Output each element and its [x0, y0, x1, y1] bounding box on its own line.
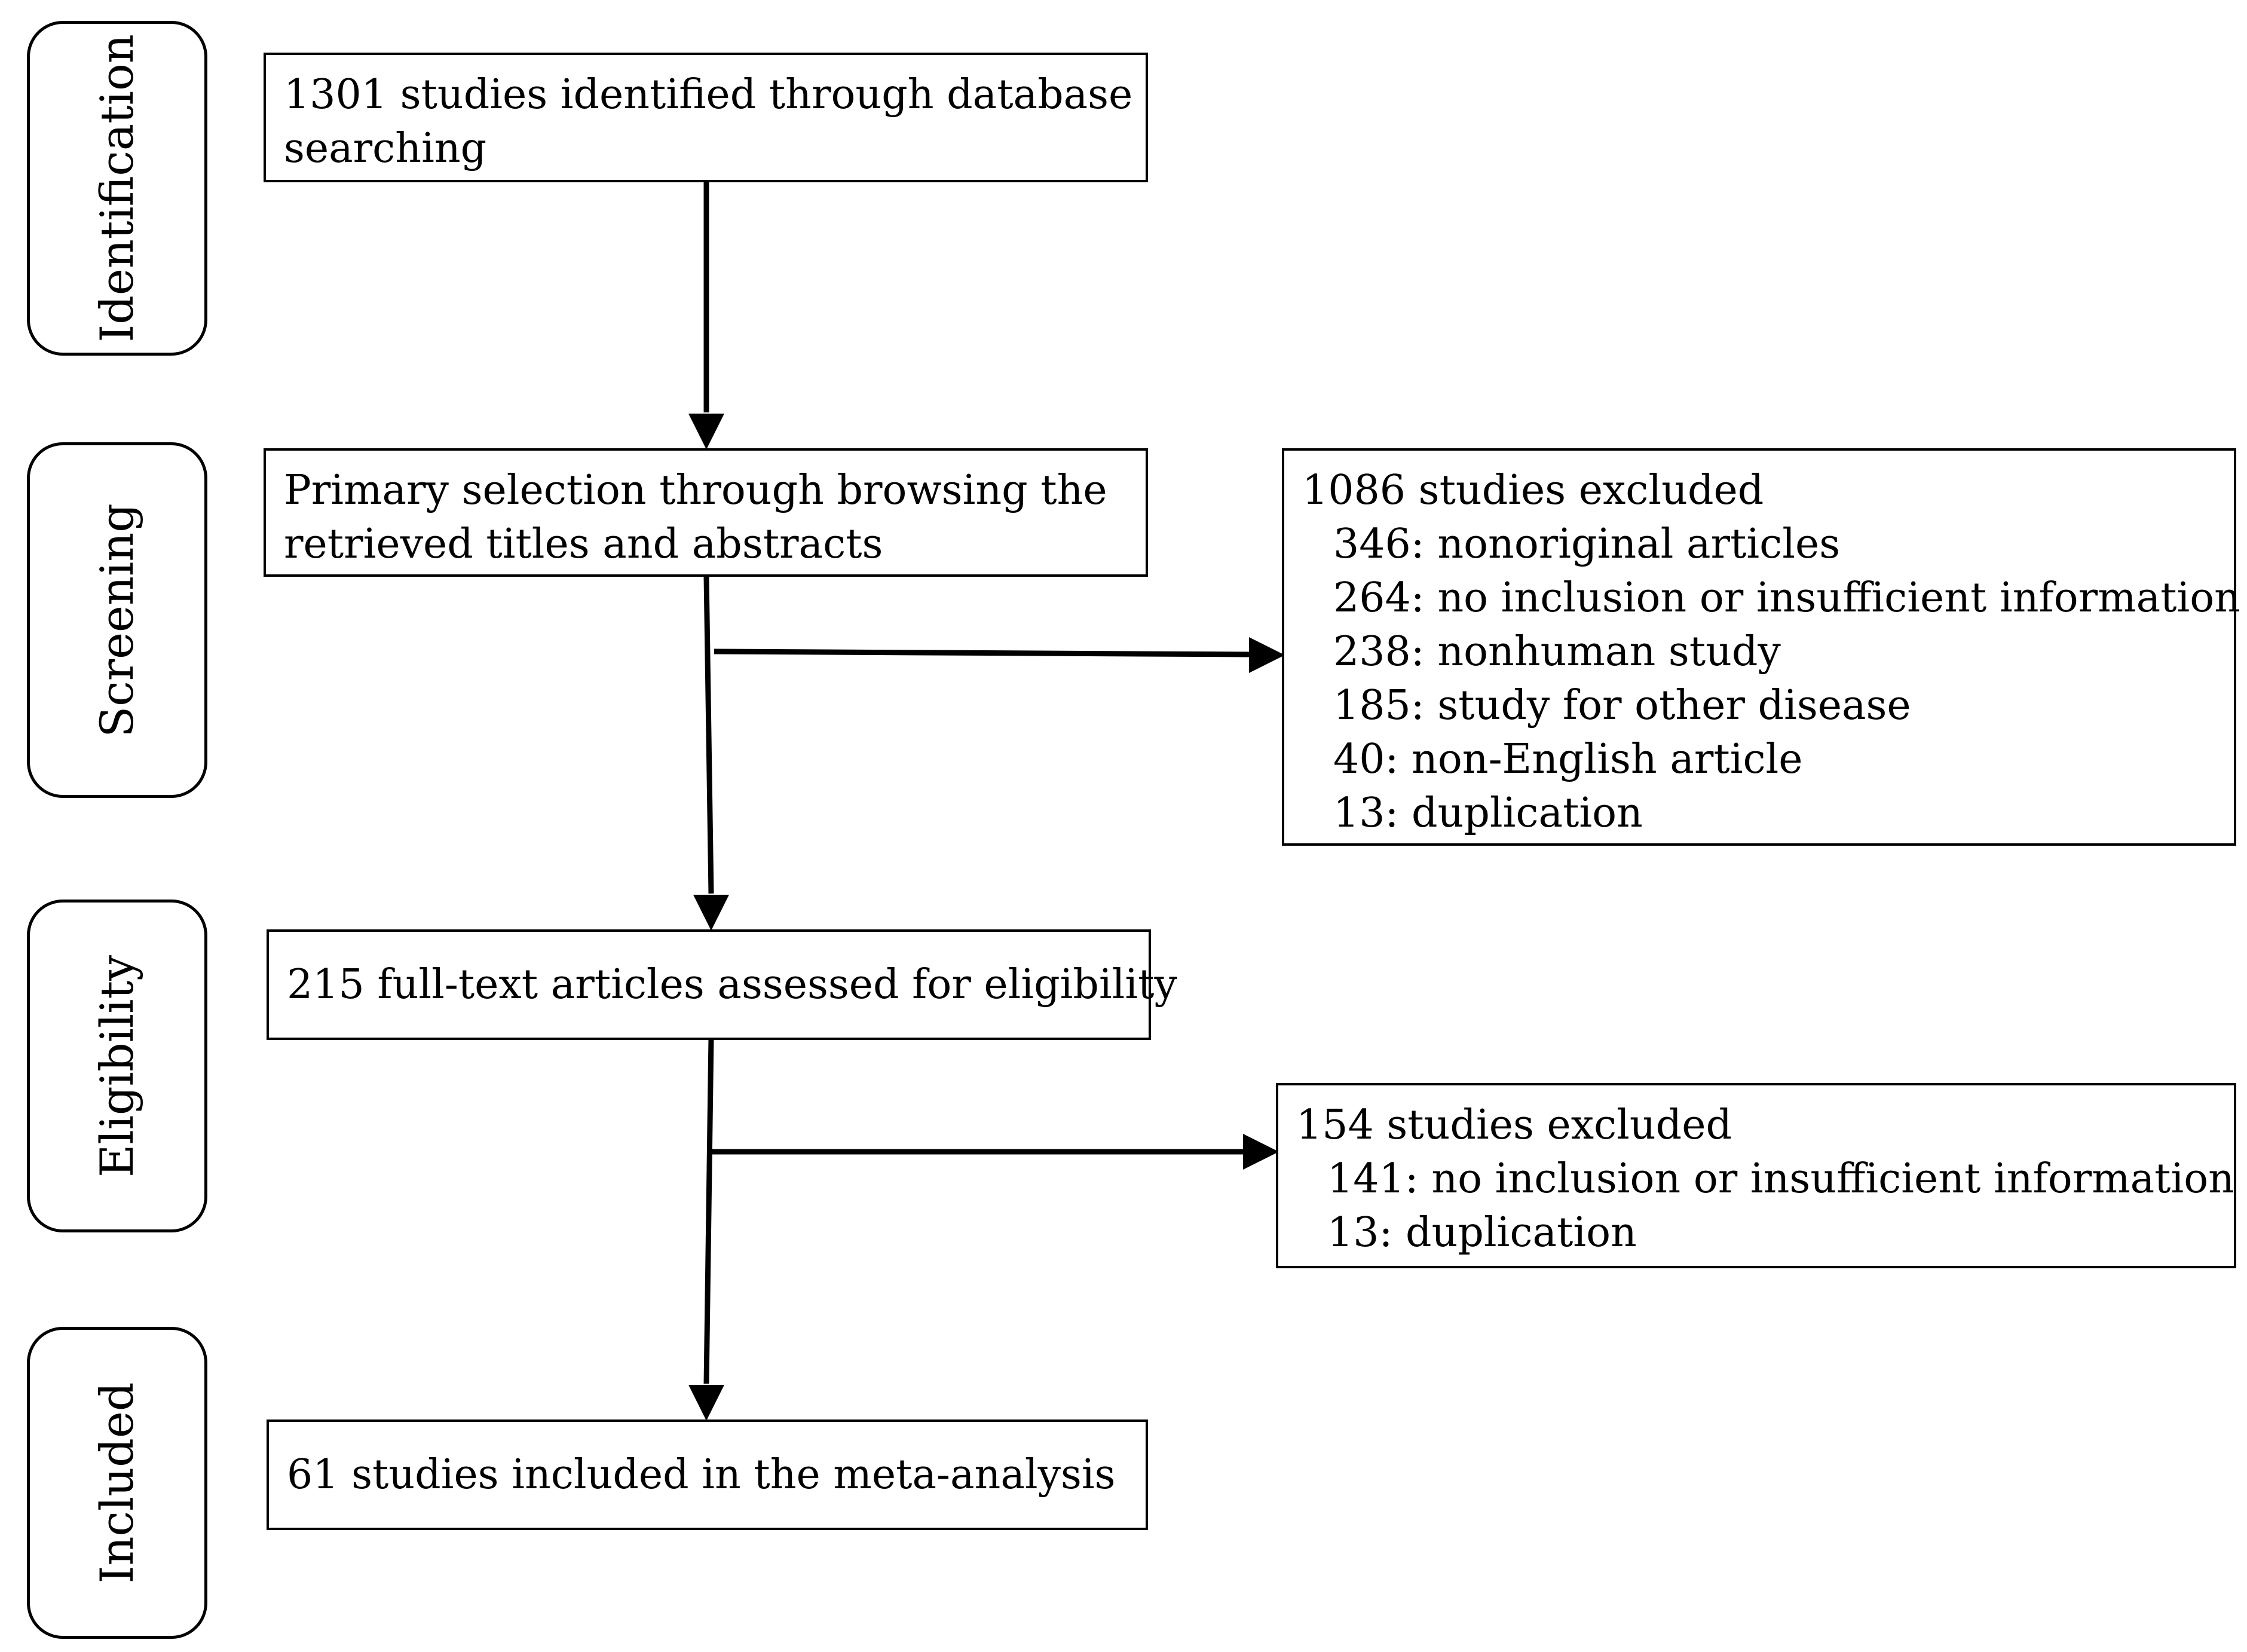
- screening-line-2: retrieved titles and abstracts: [284, 521, 883, 568]
- screening-line-1: Primary selection through browsing the: [284, 467, 1107, 514]
- arrowhead-down-3: [688, 1385, 724, 1421]
- excluded-eligibility-title: 154 studies excluded: [1296, 1102, 1732, 1149]
- excluded-screening-reason: 13: duplication: [1333, 790, 1643, 837]
- stage-included: Included: [27, 1327, 207, 1639]
- stage-eligibility: Eligibility: [27, 900, 207, 1232]
- arrowhead-right-2: [1243, 1134, 1279, 1170]
- box-identified: 1301 studies identified through database…: [264, 53, 1148, 182]
- arrow-screening-to-excluded: [714, 648, 1250, 657]
- stage-identification-label: Identification: [90, 34, 143, 342]
- included-text: 61 studies included in the meta-analysis: [287, 1451, 1116, 1498]
- stage-screening-label: Screening: [90, 503, 143, 738]
- box-included: 61 studies included in the meta-analysis: [267, 1420, 1148, 1530]
- excluded-eligibility-reason: 13: duplication: [1327, 1209, 1637, 1256]
- excluded-screening-reason: 346: nonoriginal articles: [1333, 521, 1841, 568]
- identified-line-1: 1301 studies identified through database: [284, 71, 1133, 118]
- stage-identification: Identification: [27, 21, 207, 356]
- excluded-screening-title: 1086 studies excluded: [1302, 467, 1764, 514]
- box-eligibility: 215 full-text articles assessed for elig…: [267, 929, 1177, 1040]
- eligibility-text: 215 full-text articles assessed for elig…: [287, 960, 1177, 1008]
- box-screening: Primary selection through browsing the r…: [264, 448, 1148, 577]
- excluded-screening-reason: 264: no inclusion or insufficient inform…: [1333, 574, 2240, 622]
- stage-included-label: Included: [90, 1382, 143, 1584]
- stage-screening: Screening: [27, 442, 207, 798]
- excluded-screening-reason: 185: study for other disease: [1333, 682, 1911, 729]
- excluded-eligibility-reason: 141: no inclusion or insufficient inform…: [1327, 1155, 2234, 1203]
- arrowhead-down-1: [688, 414, 724, 449]
- arrowhead-right-1: [1249, 637, 1285, 673]
- excluded-screening-reason: 40: non-English article: [1333, 736, 1803, 783]
- box-excluded-eligibility: 154 studies excluded 141: no inclusion o…: [1276, 1083, 2236, 1268]
- arrow-screening-to-eligibility: [703, 576, 714, 894]
- box-excluded-screening: 1086 studies excluded 346: nonoriginal a…: [1282, 448, 2240, 846]
- stage-eligibility-label: Eligibility: [90, 955, 143, 1177]
- identified-line-2: searching: [284, 125, 487, 172]
- excluded-screening-reason: 238: nonhuman study: [1333, 628, 1781, 675]
- arrowhead-down-2: [693, 895, 729, 931]
- arrow-eligibility-to-included: [703, 1038, 714, 1384]
